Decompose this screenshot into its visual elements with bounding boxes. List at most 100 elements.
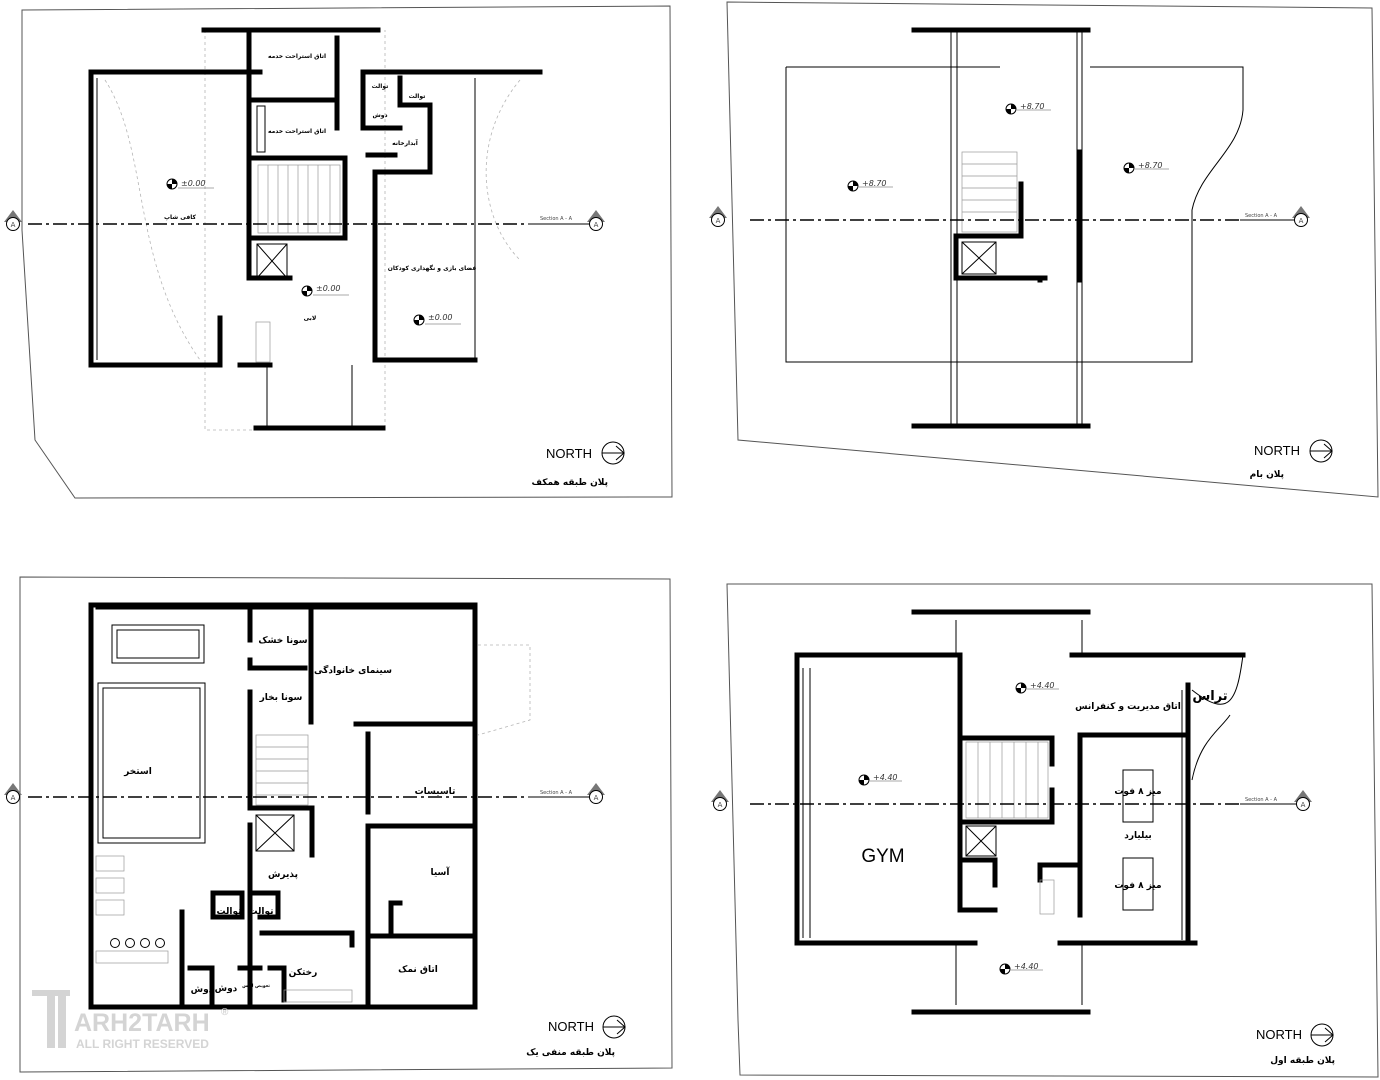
basement-context-line [477, 644, 531, 736]
ground-section-marker-left: A [4, 210, 22, 231]
ground-section-marker-right: A [587, 210, 605, 231]
ground-floor-plan: Section A - A اتاق استراحت خدمه اتاق است… [4, 5, 673, 499]
first-elevator [965, 825, 997, 857]
basement-jacuzzi-inner [116, 629, 200, 659]
basement-shelf [95, 950, 169, 964]
first-section-marker-left: A [711, 790, 729, 811]
basement-plan: Section A - A سونا خشک سونا بخار سینمای … [4, 576, 673, 1073]
first-stair [965, 741, 1049, 819]
basement-room-dry-sauna: سونا خشک [258, 636, 307, 646]
ground-context-curves [104, 79, 521, 361]
roof-section-label: Section A - A [1245, 213, 1278, 219]
first-section-marker-left-label: A [718, 801, 723, 809]
ground-elevator-cross [256, 243, 288, 279]
roof-stair-treads [962, 163, 1017, 213]
first-level-text-3: +4.40 [1014, 962, 1039, 971]
ground-stair [257, 164, 341, 234]
ground-plan-title: پلان طبقه همکف [532, 478, 608, 488]
basement-interior-walls [247, 604, 475, 1008]
first-level-text-2: +4.40 [873, 773, 898, 782]
basement-sheet-border [19, 576, 673, 1073]
basement-section-marker-left-label: A [11, 794, 16, 802]
roof-level-marker-2: +8.70 [1123, 161, 1169, 174]
roof-north-arrow-icon [1309, 439, 1333, 463]
basement-room-reception: پذیرش [268, 870, 298, 880]
basement-jacuzzi [111, 624, 205, 664]
ground-section-marker-right-label: A [594, 221, 599, 229]
basement-elevator [255, 814, 295, 852]
ground-level-marker-3: ±0.00 [413, 313, 461, 326]
basement-north-arrow-icon [602, 1015, 626, 1039]
first-billiard-table-2 [1122, 857, 1154, 911]
first-level-marker-2: +4.40 [858, 773, 902, 786]
first-glazing [802, 620, 1183, 1005]
ground-level-text-1: ±0.00 [181, 179, 206, 188]
basement-plan-title: پلان طبقه منفی یک [526, 1048, 615, 1058]
roof-elevator [961, 241, 997, 275]
basement-bench-1 [95, 855, 125, 872]
roof-elevator-cross [961, 241, 997, 275]
watermark-logo-icon [32, 990, 70, 1048]
ground-room-kids-area: فضای بازی و نگهداری کودکان [388, 264, 477, 272]
first-room-table-2: میز ۸ فوت [1114, 881, 1161, 891]
first-counter [1039, 879, 1055, 915]
basement-room-pool: استخر [123, 767, 152, 777]
first-section-marker-right-label: A [1301, 801, 1306, 809]
ground-sheet-border [21, 5, 673, 499]
basement-wet-walls [179, 805, 355, 1008]
basement-section-label: Section A - A [540, 790, 573, 796]
ground-level-marker-2: ±0.00 [301, 284, 349, 297]
first-sheet-border [726, 583, 1379, 1078]
first-room-management: اتاق مدیریت و کنفرانس [1075, 702, 1181, 712]
ground-elevator [256, 243, 288, 279]
ground-walls-west [88, 69, 273, 368]
ground-level-text-3: ±0.00 [428, 313, 453, 322]
roof-stair [961, 151, 1018, 233]
ground-section-label: Section A - A [540, 216, 573, 222]
basement-section-marker-left: A [4, 783, 22, 804]
ground-north-label: NORTH [546, 446, 592, 461]
first-room-terrace: تراس [1192, 689, 1227, 704]
basement-pool-inner [102, 687, 201, 839]
first-room-table-1: میز ۸ فوت [1114, 787, 1161, 797]
ground-room-shower: دوش [372, 112, 387, 119]
basement-room-steam-sauna: سونا بخار [259, 693, 303, 703]
basement-section-marker-right: A [587, 783, 605, 804]
watermark-rights: ALL RIGHT RESERVED [76, 1037, 209, 1051]
basement-showers [110, 938, 165, 948]
ground-site-outline [204, 30, 386, 431]
basement-room-changing: تعویض لباس [242, 984, 270, 989]
ground-glazing [96, 78, 476, 428]
first-level-marker-1: +4.40 [1015, 681, 1059, 694]
ground-counter [255, 321, 271, 363]
first-section-label: Section A - A [1245, 797, 1278, 803]
basement-stair [255, 734, 309, 806]
first-north-arrow-icon [1310, 1023, 1334, 1047]
roof-level-marker-1: +8.70 [1005, 102, 1051, 115]
first-billiard-table-1 [1122, 769, 1154, 823]
basement-room-laundry: رختکن [289, 968, 318, 978]
roof-plan-title: پلان بام [1250, 470, 1284, 480]
ground-room-lobby: لابی [304, 315, 317, 322]
basement-section-marker-right-label: A [594, 794, 599, 802]
arh2tarh-watermark: ARH2TARH ® ALL RIGHT RESERVED [32, 990, 229, 1051]
basement-pool [97, 682, 206, 844]
first-section-marker-right: A [1294, 790, 1312, 811]
ground-room-coffee-shop: کافی شاپ [164, 214, 197, 221]
watermark-brand: ARH2TARH [74, 1009, 210, 1037]
roof-plan: Section A - A +8.70 +8.70 +8.70 A A NORT… [709, 1, 1379, 498]
ground-north-arrow-icon [601, 441, 625, 465]
ground-room-toilet-1: توالت [372, 83, 389, 90]
roof-parapet-outline [785, 66, 1244, 363]
roof-frame-lines [950, 30, 1083, 426]
roof-level-text-2: +8.70 [1138, 161, 1163, 170]
roof-sheet-border [726, 1, 1379, 498]
first-walls [794, 609, 1246, 1015]
basement-bench-2 [95, 877, 125, 894]
roof-north-label: NORTH [1254, 443, 1300, 458]
first-floor-plan: Section A - A تراس اتاق مدیریت و کنفرانس… [711, 583, 1379, 1078]
ground-level-marker-1: ±0.00 [166, 178, 214, 190]
first-plan-title: پلان طبقه اول [1270, 1056, 1335, 1066]
watermark-registered: ® [221, 1007, 229, 1018]
ground-section-marker-left-label: A [11, 221, 16, 229]
